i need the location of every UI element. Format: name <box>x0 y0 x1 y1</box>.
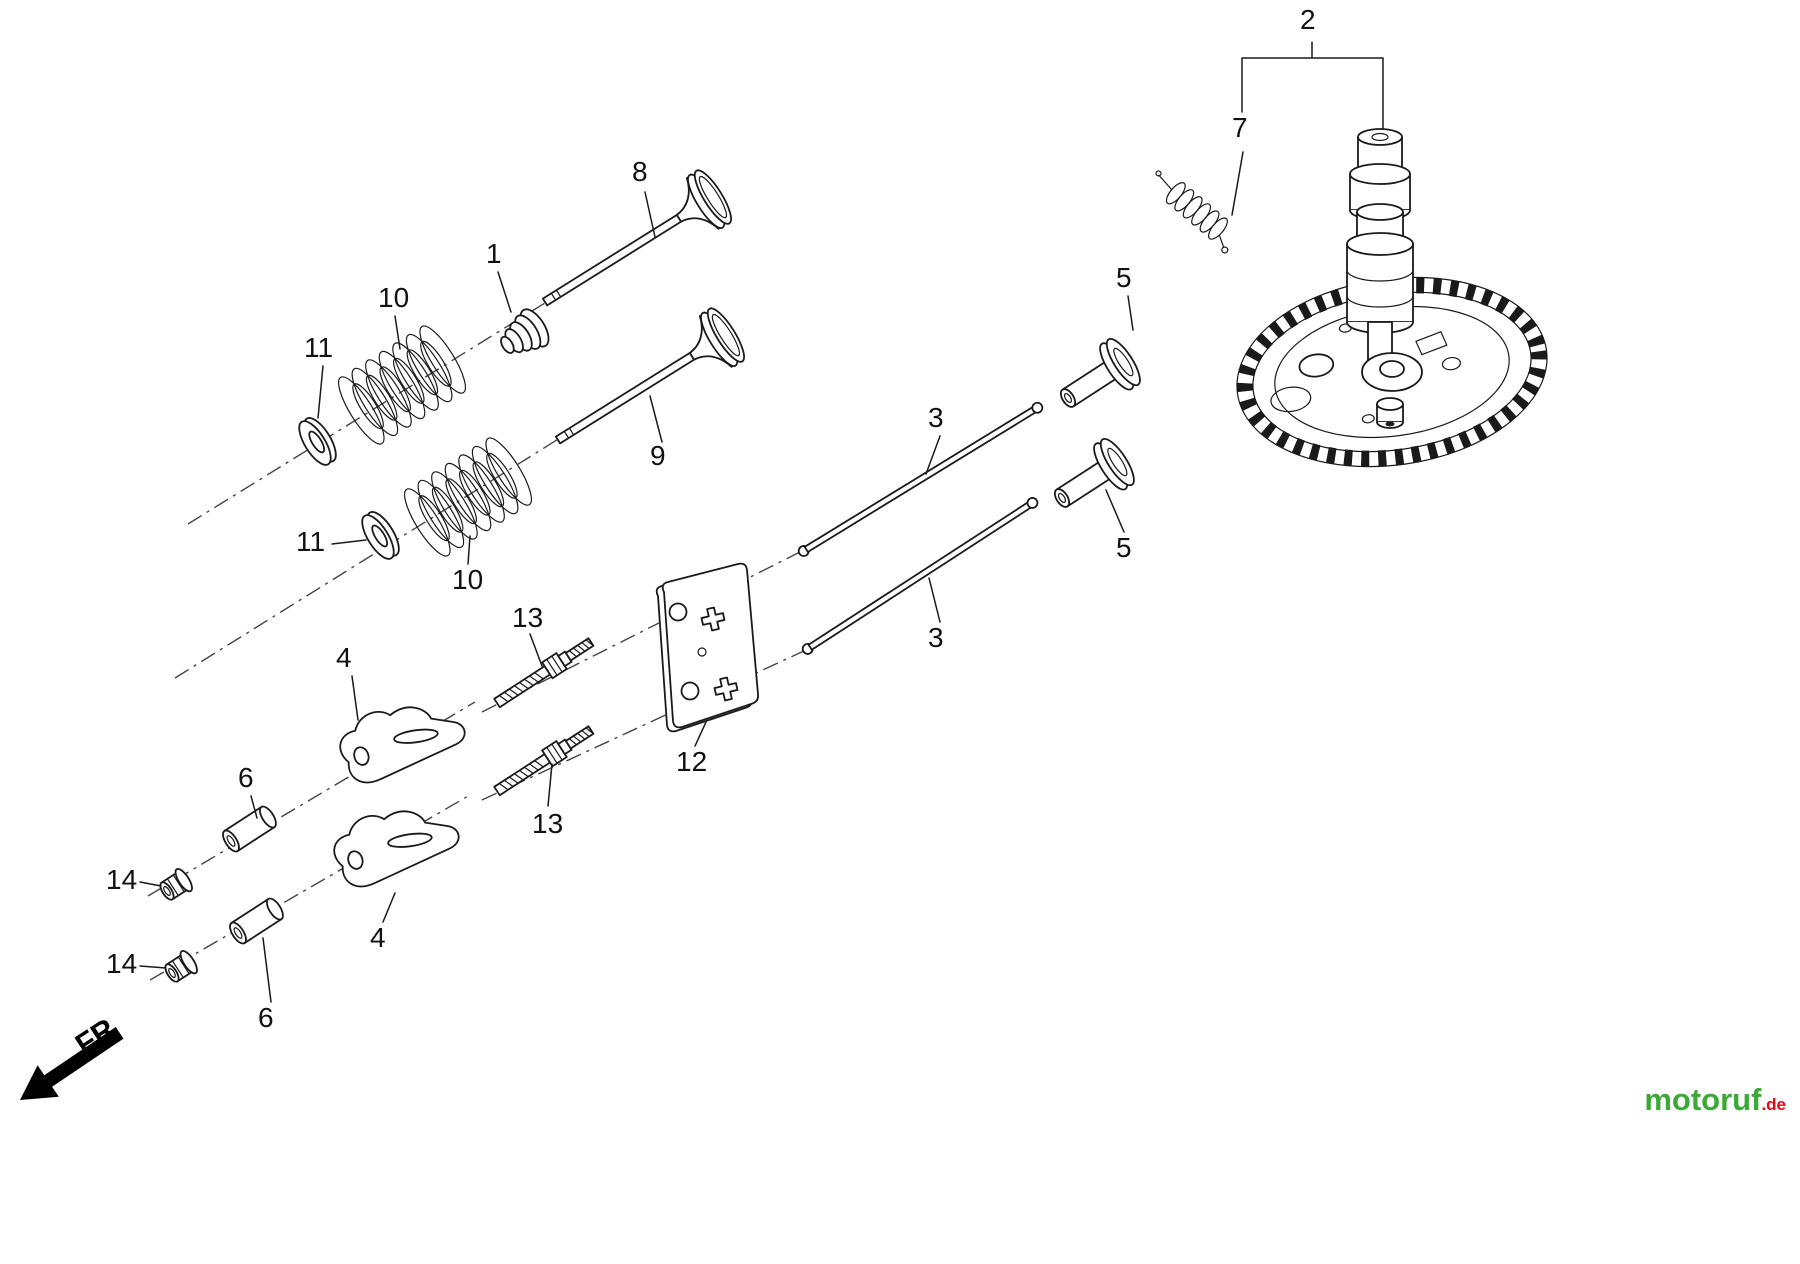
motoruf-logo: motoruf.de <box>1644 1082 1786 1118</box>
part-label-3-bottom: 3 <box>928 622 944 653</box>
spring-seat-2 <box>361 511 400 560</box>
part-label-10-top: 10 <box>378 282 410 313</box>
valve-exhaust <box>541 169 732 307</box>
brand-domain: .de <box>1761 1095 1786 1114</box>
fr-arrow <box>20 1027 124 1100</box>
part-label-3-top: 3 <box>928 402 944 433</box>
rocker-pivot-2 <box>229 897 284 945</box>
rocker-arm-1 <box>339 706 466 784</box>
part-label-11-top: 11 <box>304 332 334 363</box>
part-label-9: 9 <box>650 440 666 471</box>
part-label-10-bottom: 10 <box>452 564 484 595</box>
part-label-5-bottom: 5 <box>1116 532 1132 563</box>
rocker-pivot-1 <box>222 805 277 853</box>
push-rod-1 <box>797 401 1044 557</box>
flange-nut-1 <box>159 867 193 901</box>
part-label-13-top: 13 <box>512 602 544 633</box>
brand-name: motoruf <box>1644 1082 1762 1117</box>
part-label-14-bottom: 14 <box>106 948 138 979</box>
part-label-4-bottom: 4 <box>370 922 386 953</box>
part-label-13-bottom: 13 <box>532 808 564 839</box>
valve-stem-seal <box>500 308 550 354</box>
camshaft-assembly <box>1236 128 1548 468</box>
rocker-arm-2 <box>333 810 460 888</box>
part-label-14-top: 14 <box>106 864 138 895</box>
push-rod-2 <box>801 497 1039 655</box>
valve-spring-2 <box>404 437 532 557</box>
part-label-5-top: 5 <box>1116 262 1132 293</box>
cam-shaft <box>1346 128 1423 429</box>
part-label-2: 2 <box>1300 4 1316 35</box>
part-label-12: 12 <box>676 746 708 777</box>
part-label-1: 1 <box>486 238 502 269</box>
part-label-4-top: 4 <box>336 642 352 673</box>
rocker-stud-2 <box>493 725 595 797</box>
rocker-stud-1 <box>493 637 595 709</box>
part-label-8: 8 <box>632 156 648 187</box>
valve-lifter-1 <box>1059 337 1141 408</box>
fr-direction: FR <box>20 1012 124 1100</box>
part-label-6-top: 6 <box>238 762 254 793</box>
decompressor-spring <box>1155 170 1229 254</box>
part-label-11-bottom: 11 <box>296 526 326 557</box>
push-rod-guide-plate <box>655 562 760 733</box>
part-label-7: 7 <box>1232 112 1248 143</box>
valve-spring-1 <box>338 325 466 445</box>
assembly-axes <box>147 302 807 981</box>
leader-lines <box>139 41 1384 1003</box>
flange-nut-2 <box>164 949 198 983</box>
valve-lifter-2 <box>1053 437 1135 508</box>
spring-seat-1 <box>298 417 337 466</box>
valve-intake <box>554 307 745 445</box>
part-label-6-bottom: 6 <box>258 1002 274 1033</box>
